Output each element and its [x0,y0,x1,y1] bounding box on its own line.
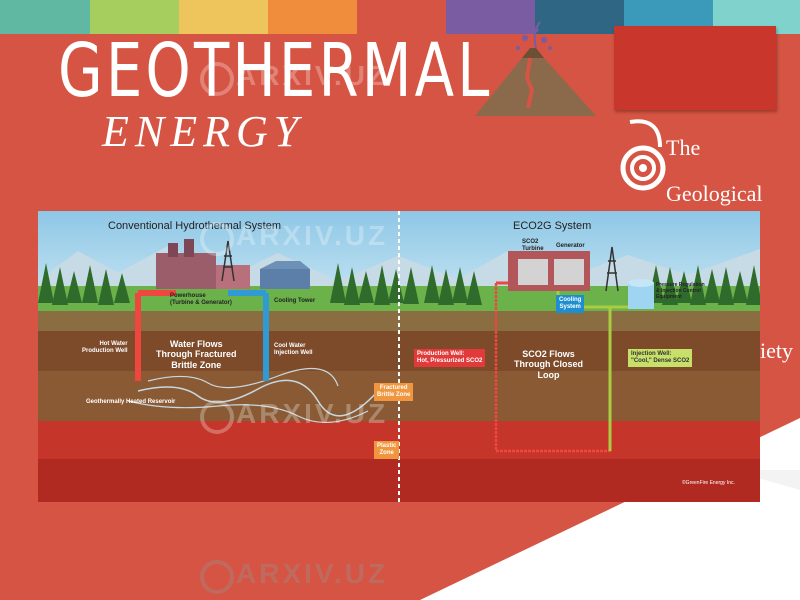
watermark-4: ARXIV.UZ [236,558,389,589]
reservoir-label: Geothermally Heated Reservoir [86,399,176,405]
watermark-2: ARXIV.UZ [236,220,389,251]
left-diagram-title: Conventional Hydrothermal System [108,220,282,232]
watermark-icon [200,400,234,434]
page-subtitle: ENERGY [102,107,305,156]
fractured-zone-label: Fractured Brittle Zone [374,383,414,401]
watermark-3: ARXIV.UZ [236,398,389,429]
water-flow-label: Water Flows Through Fractured Brittle Zo… [156,339,237,370]
production-well-label: Production Well: Hot, Pressurized SCO2 [414,349,486,367]
stripe [179,0,268,34]
stripe [535,0,624,34]
pressure-equipment-label: Pressure Regulation & Injection Control … [656,282,705,300]
injection-well-label: Injection Well: "Cool," Dense SCO2 [628,349,693,367]
society-text-2: Geological [666,181,763,206]
stripe [357,0,446,34]
loop-flow-label: SCO2 Flows Through Closed Loop [514,349,583,380]
geothermal-diagram: Conventional Hydrothermal System ECO2G S… [38,211,760,502]
stripe [446,0,535,34]
society-logo: The Geological [620,112,800,212]
hot-water-well-label: Hot Water Production Well [82,341,128,354]
generator-label: Generator [556,243,585,249]
powerhouse-label: Powerhouse (Turbine & Generator) [170,293,232,306]
page-title: GEOTHERMAL [58,28,493,114]
society-text-1: The [666,135,701,160]
stripe [0,0,90,34]
watermark-icon [200,222,234,256]
highlight-box [614,26,776,110]
right-diagram-title: ECO2G System [513,220,592,232]
cool-water-well-label: Cool Water Injection Well [274,343,313,356]
stripe [90,0,179,34]
plastic-zone-label: Plastic Zone [374,441,400,459]
watermark-1: ARXIV.UZ [236,60,389,91]
ammonite-icon [620,119,666,191]
copyright-label: ©GreenFire Energy Inc. [682,480,735,486]
stripe [268,0,357,34]
cooling-tower-label: Cooling Tower [274,298,316,304]
cooling-system-label: Cooling System [556,295,585,313]
turbine-label: SCO2 Turbine [522,239,544,252]
watermark-icon [200,62,234,96]
volcano-icon [475,21,596,116]
watermark-icon [200,560,234,594]
society-text-3: iety [760,338,793,363]
